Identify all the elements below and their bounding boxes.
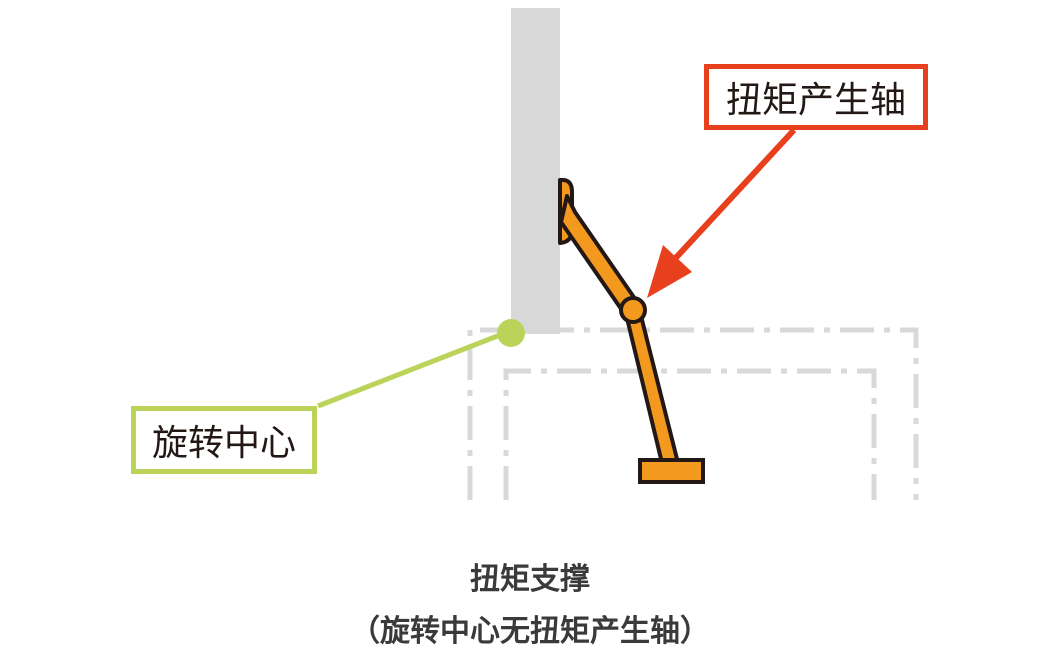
dashed-outer-frame (467, 327, 919, 500)
lower-arm-link (624, 310, 680, 465)
rotation-center-dot (497, 319, 525, 347)
caption-subtitle: （旋转中心无扭矩产生轴） (350, 614, 710, 646)
rotation-center-label: 旋转中心 (131, 406, 317, 474)
vertical-wall (511, 8, 560, 334)
dashed-inner-frame (503, 368, 877, 500)
caption-title: 扭矩支撑 (470, 562, 590, 597)
foot-plate (638, 458, 705, 484)
torque-axis-pointer-arrowhead (647, 245, 692, 298)
torque-axis-label-text: 扭矩产生轴 (725, 80, 906, 121)
rotation-center-leader-line (317, 332, 501, 409)
torque-axis-joint (619, 296, 647, 324)
rotation-center-label-text: 旋转中心 (151, 423, 296, 464)
torque-axis-pointer-line (669, 127, 797, 265)
torque-axis-label: 扭矩产生轴 (704, 64, 928, 130)
